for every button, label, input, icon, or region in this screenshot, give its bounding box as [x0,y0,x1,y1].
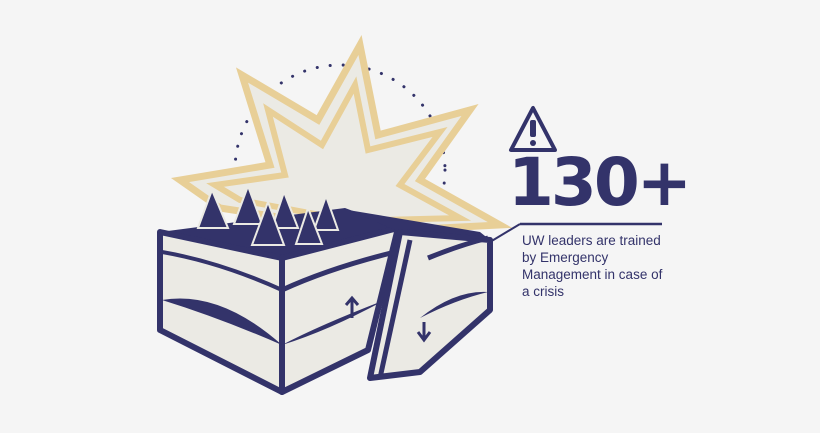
arrow-down-icon [416,322,432,343]
tree-icon [250,199,286,246]
warning-triangle-icon [509,106,557,152]
stat-caption: UW leaders are trained by Emergency Mana… [522,233,663,299]
tree-icon [312,192,340,231]
trees [196,183,340,246]
arrow-up-icon [344,295,360,318]
tree-icon [232,183,264,225]
explosion-burst-icon [170,35,513,234]
tree-icon [196,187,230,229]
fault-block-earth-icon [157,208,493,395]
connector-line [489,223,521,243]
tree-icon [270,189,300,229]
dotted-circle [233,63,447,277]
stat-value: 130+ [508,144,692,221]
tree-icon [294,205,324,245]
